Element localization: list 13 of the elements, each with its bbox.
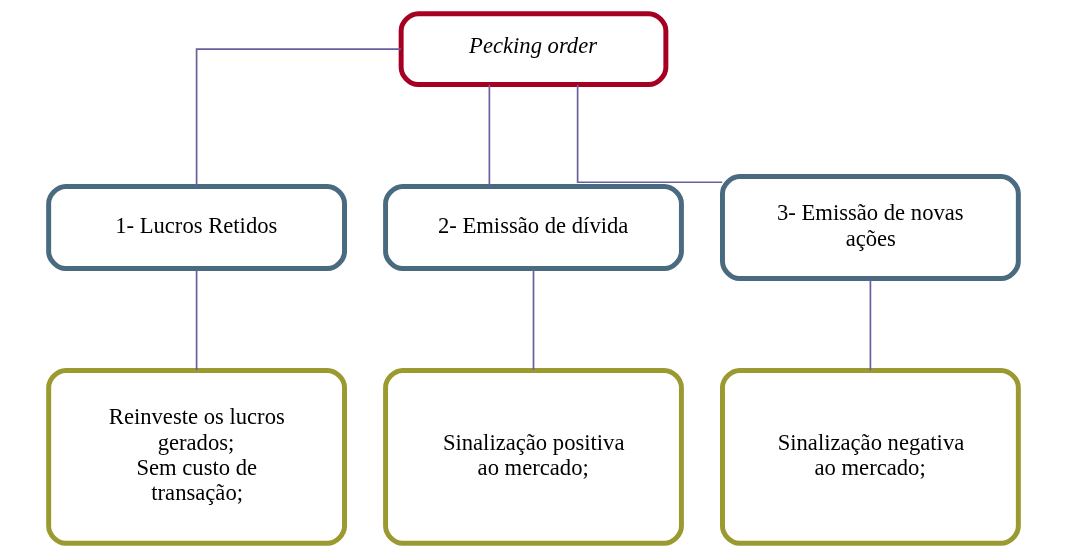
- connector: [488, 84, 491, 188]
- node-box: Sinalização positiva ao mercado;: [383, 368, 684, 546]
- node-box: 3- Emissão de novas ações: [720, 174, 1021, 281]
- connector: [576, 84, 724, 184]
- node-box: Pecking order: [398, 11, 669, 88]
- node-box: Reinveste os lucros gerados; Sem custo de transação;: [46, 368, 347, 546]
- connector: [869, 278, 872, 372]
- node-box: Sinalização negativa ao mercado;: [720, 368, 1021, 546]
- connector: [532, 268, 535, 371]
- node-box: 1- Lucros Retidos: [46, 184, 347, 272]
- node-box: 2- Emissão de dívida: [383, 184, 684, 272]
- connector: [195, 48, 402, 188]
- connector: [195, 268, 198, 371]
